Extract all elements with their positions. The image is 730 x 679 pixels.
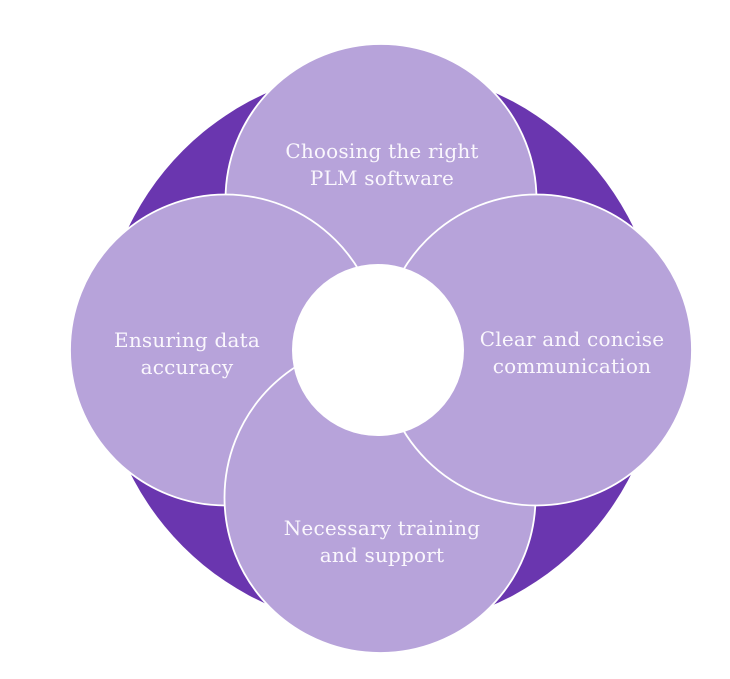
center-hub-circle	[292, 264, 464, 436]
petal-top-label-line2: PLM software	[310, 166, 454, 190]
petal-right-label-line1: Clear and concise	[480, 327, 665, 351]
petal-bottom-label: Necessary training and support	[284, 516, 481, 567]
petal-left-label-line1: Ensuring data	[114, 328, 260, 352]
petal-bottom-label-line1: Necessary training	[284, 516, 481, 540]
petal-left-label-line2: accuracy	[141, 355, 234, 379]
petal-left-label: Ensuring data accuracy	[114, 328, 260, 379]
petal-right-label-line2: communication	[493, 354, 651, 378]
petal-right-label: Clear and concise communication	[480, 327, 665, 378]
petal-top-label: Choosing the right PLM software	[285, 139, 478, 190]
petal-top-label-line1: Choosing the right	[285, 139, 478, 163]
petal-bottom-label-line2: and support	[320, 543, 445, 567]
